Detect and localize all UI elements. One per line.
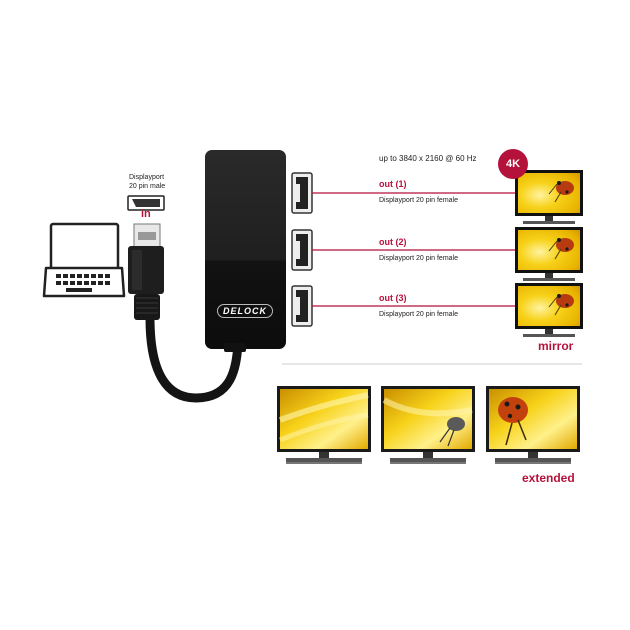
in-label: in [141, 208, 151, 220]
out-desc-1: Displayport 20 pin female [379, 197, 458, 204]
out-desc-2: Displayport 20 pin female [379, 255, 458, 262]
hub [205, 150, 286, 352]
resolution-label: up to 3840 x 2160 @ 60 Hz [379, 154, 477, 163]
extended-monitor-2 [381, 386, 475, 464]
mirror-monitor-3 [514, 282, 584, 338]
out-label-3: out (3) [379, 293, 407, 303]
out-label-1: out (1) [379, 179, 407, 189]
laptop-icon [42, 222, 126, 298]
mirror-monitor-1 [514, 169, 584, 225]
badge-4k-text: 4K [505, 158, 521, 170]
cable [145, 313, 243, 403]
hub-port-1 [291, 172, 313, 214]
displayport-plug-icon [128, 223, 164, 320]
brand-logo-text: DELOCK [217, 304, 273, 318]
connector-label-line1: Displayport [129, 174, 165, 181]
hub-port-3 [291, 285, 313, 327]
extended-monitor-3 [486, 386, 580, 464]
extended-label: extended [522, 471, 575, 485]
extended-monitor-1 [277, 386, 371, 464]
brand-logo: DELOCK [211, 302, 279, 320]
connector-label-line2: 20 pin male [129, 183, 166, 190]
displayport-connector-icon [127, 195, 165, 211]
mirror-monitor-2 [514, 226, 584, 282]
out-label-2: out (2) [379, 237, 407, 247]
hub-port-2 [291, 229, 313, 271]
mirror-label: mirror [538, 339, 574, 353]
out-desc-3: Displayport 20 pin female [379, 311, 458, 318]
badge-4k: 4K [498, 149, 528, 179]
